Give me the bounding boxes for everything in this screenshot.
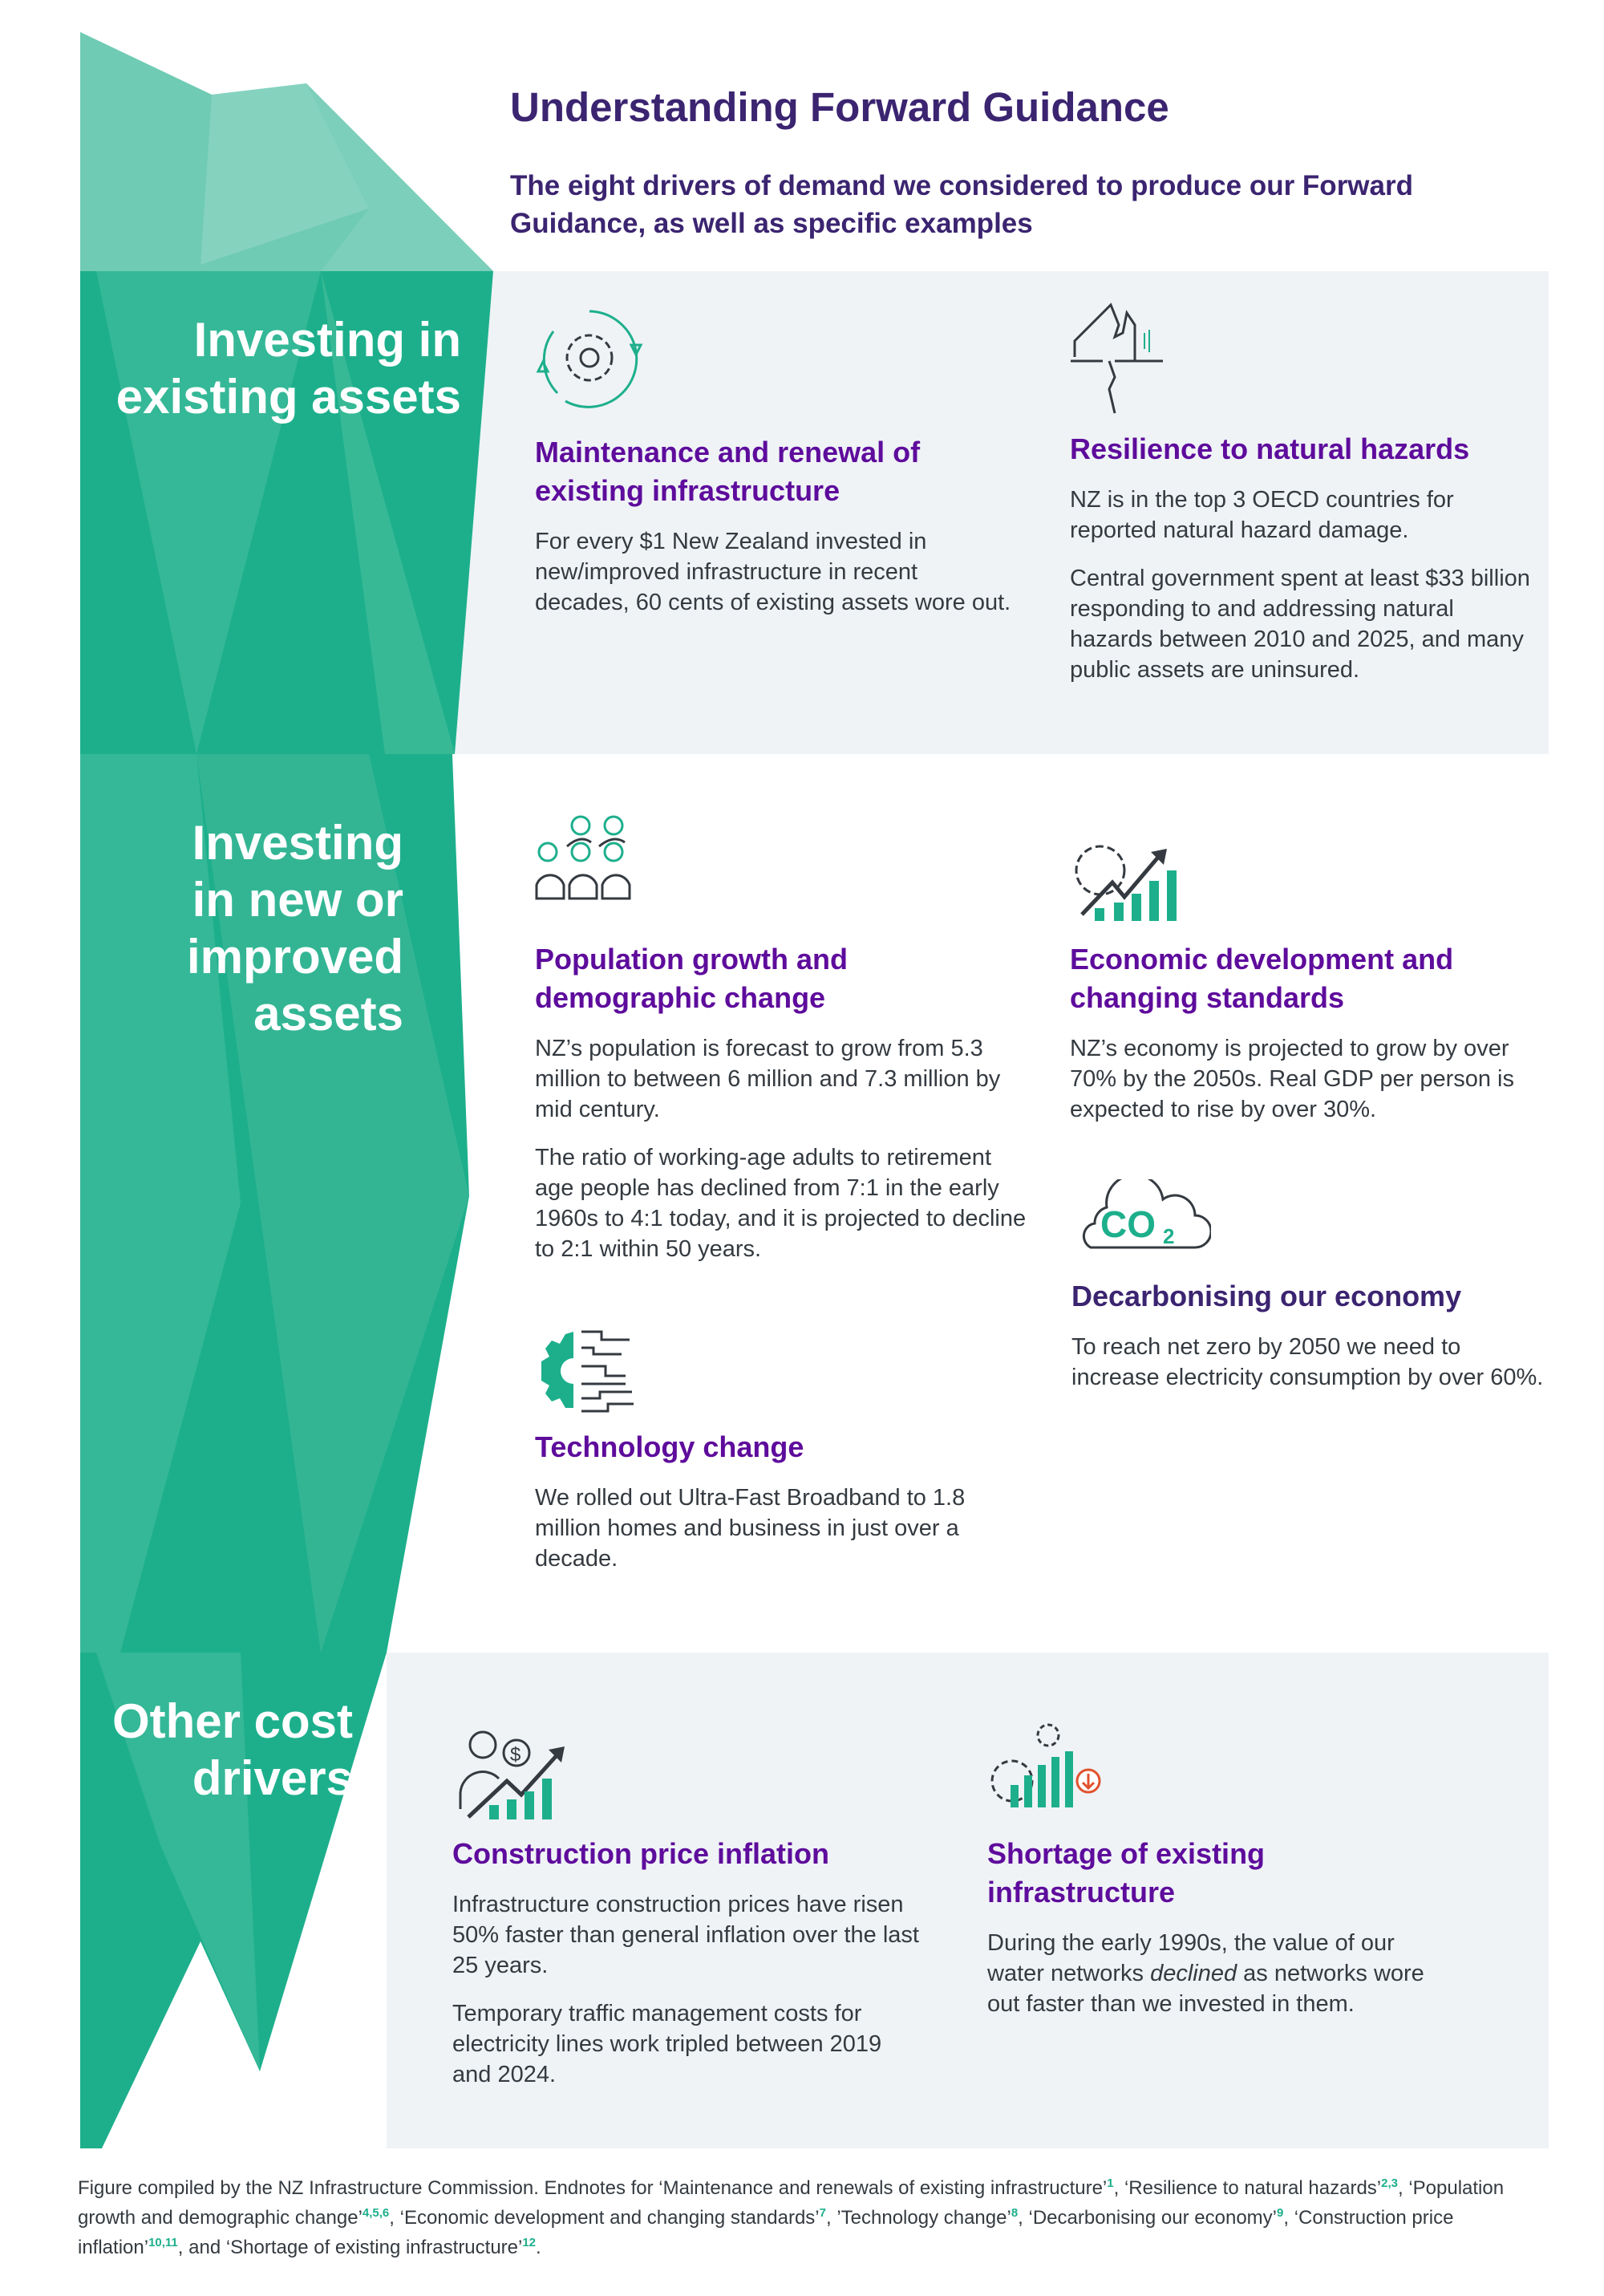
card-text: NZ’s economy is projected to grow by ove…: [1070, 1036, 1515, 1122]
panel-other-cost-drivers: [387, 1653, 1549, 2148]
card-economic-development: Economic development and changing standa…: [1070, 940, 1543, 1142]
card-population-growth: Population growth and demographic change…: [535, 940, 1032, 1282]
section-label-other-cost-drivers: Other cost drivers: [111, 1694, 353, 1805]
endnote-label: ’Technology change’: [836, 2207, 1011, 2229]
card-text: To reach net zero by 2050 we need to inc…: [1071, 1334, 1544, 1390]
endnote-label: ‘Decarbonising our economy’: [1028, 2207, 1278, 2229]
endnote-separator: ,: [1113, 2177, 1124, 2199]
section-label-existing-assets: Investing in existing assets: [115, 313, 461, 424]
co2-label: CO: [1100, 1203, 1156, 1245]
card-heading: Shortage of existing infrastructure: [987, 1837, 1266, 1909]
technology-gear-icon: [541, 1330, 634, 1413]
iceberg-facet: [96, 271, 321, 754]
card-text: For every $1 New Zealand invested in new…: [535, 529, 1011, 615]
endnote-label: ‘Economic development and changing stand…: [399, 2207, 820, 2229]
endnote-ref: 2,3: [1381, 2176, 1398, 2190]
endnote-ref: 1: [1107, 2176, 1114, 2190]
card-text: During the early 1990s, the value of our…: [987, 1930, 1424, 2017]
iceberg-tip-facet: [80, 32, 212, 265]
card-text: Infrastructure construction prices have …: [452, 1892, 919, 1978]
iceberg-tip-facet: [306, 83, 493, 271]
iceberg-facet: [80, 754, 241, 1653]
card-text: We rolled out Ultra-Fast Broadband to 1.…: [535, 1485, 966, 1572]
endnote-label: ‘Maintenance and renewals of existing in…: [658, 2177, 1108, 2199]
co2-subscript: 2: [1163, 1224, 1174, 1248]
card-construction-price-inflation: Construction price inflation Infrastruct…: [452, 1835, 926, 2107]
endnote-ref: 8: [1011, 2206, 1019, 2220]
card-heading: Decarbonising our economy: [1071, 1280, 1462, 1312]
endnote-ref: 4,5,6: [362, 2206, 390, 2220]
endnote-separator: ,: [389, 2207, 400, 2229]
card-technology-change: Technology change We rolled out Ultra-Fa…: [535, 1428, 1008, 1592]
card-decarbonising: Decarbonising our economy To reach net z…: [1071, 1277, 1545, 1410]
section-label-new-assets: Investing in new or improved assets: [186, 816, 403, 1041]
endnote-separator: , and: [177, 2237, 226, 2258]
card-heading: Construction price inflation: [452, 1837, 830, 1870]
endnote-ref: 10,11: [148, 2236, 178, 2249]
endnote-ref: 12: [522, 2236, 537, 2249]
price-inflation-icon: $: [459, 1730, 565, 1819]
endnote-label: ‘Population growth and demographic chang…: [78, 2177, 1505, 2229]
card-text: NZ is in the top 3 OECD countries for re…: [1070, 487, 1454, 543]
card-heading: Resilience to natural hazards: [1070, 432, 1470, 465]
endnote-separator: ,: [825, 2207, 837, 2229]
endnote-separator: ,: [1397, 2177, 1409, 2199]
endnote-label: ‘Construction price inflation’: [78, 2207, 1454, 2258]
card-heading: Maintenance and renewal of existing infr…: [535, 436, 921, 507]
gear-cycle-icon: [536, 310, 643, 408]
endnote-ref: 7: [819, 2206, 826, 2220]
endnote-separator: ,: [1018, 2207, 1029, 2229]
iceberg-facet: [196, 754, 469, 1653]
cracked-house-icon: [1071, 302, 1163, 414]
card-heading: Population growth and demographic change: [535, 943, 848, 1014]
co2-cloud-icon: CO 2: [1082, 1179, 1211, 1249]
endnote-separator: .: [536, 2237, 541, 2258]
page-title: Understanding Forward Guidance: [510, 84, 1169, 130]
footer-endnotes: Figure compiled by the NZ Infrastructure…: [78, 2176, 1505, 2258]
iceberg-facet: [321, 271, 455, 754]
population-icon: [535, 815, 631, 900]
endnote-label: ‘Shortage of existing infrastructure’: [225, 2237, 523, 2258]
card-text: Temporary traffic management costs for e…: [452, 2001, 882, 2087]
dollar-sign: $: [510, 1744, 520, 1766]
page-subtitle: The eight drivers of demand we considere…: [510, 170, 1413, 239]
card-text: The ratio of working-age adults to retir…: [535, 1145, 1027, 1262]
endnote-ref: 9: [1277, 2206, 1284, 2220]
card-heading: Economic development and changing standa…: [1070, 943, 1454, 1014]
economic-growth-icon: [1075, 845, 1177, 921]
infrastructure-shortage-icon: [990, 1723, 1101, 1807]
card-text: Central government spent at least $33 bi…: [1070, 566, 1530, 683]
endnote-list: ‘Maintenance and renewals of existing in…: [78, 2176, 1505, 2258]
card-text: NZ’s population is forecast to grow from…: [535, 1036, 1001, 1122]
iceberg-facet: [96, 1653, 260, 2071]
endnote-label: ‘Resilience to natural hazards’: [1124, 2177, 1382, 2199]
card-infrastructure-shortage: Shortage of existing infrastructure Duri…: [987, 1835, 1452, 2037]
card-heading: Technology change: [535, 1430, 804, 1463]
card-maintenance-renewal: Maintenance and renewal of existing infr…: [535, 433, 1016, 635]
card-resilience-natural-hazards: Resilience to natural hazards NZ is in t…: [1070, 430, 1543, 703]
endnote-separator: ,: [1283, 2207, 1294, 2229]
